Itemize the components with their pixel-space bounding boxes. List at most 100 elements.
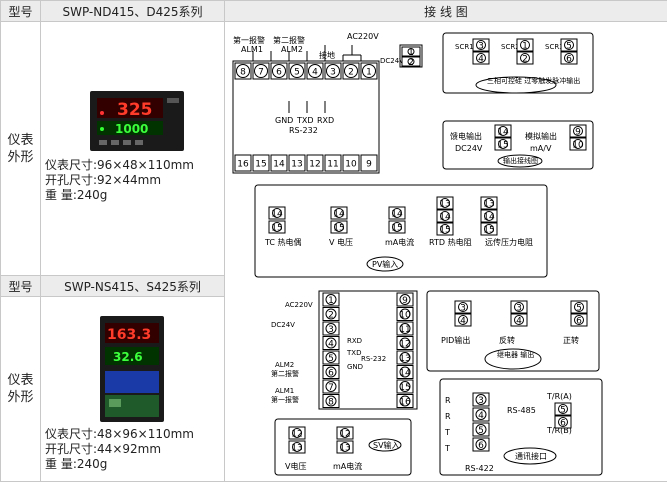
output-pin: 14 <box>495 125 511 138</box>
svg-text:15: 15 <box>399 383 410 393</box>
header-model: 型号 <box>1 1 41 22</box>
pv-pin: 13 <box>481 197 497 210</box>
terminal-top-pin: 2 <box>343 63 359 79</box>
svg-text:325: 325 <box>117 100 153 120</box>
sv-pin: 13 <box>289 441 305 454</box>
svg-text:14: 14 <box>333 210 345 220</box>
svg-text:正转: 正转 <box>563 335 579 345</box>
svg-text:远传压力电阻: 远传压力电阻 <box>485 237 533 247</box>
vertical-left-pin: 4 <box>323 337 339 350</box>
terminal-bottom-pin: 10 <box>343 155 359 171</box>
svg-text:mA电流: mA电流 <box>385 237 414 247</box>
svg-text:mA电流: mA电流 <box>333 461 362 471</box>
section2-cutout: 开孔尺寸:44×92mm <box>45 442 194 457</box>
terminal-bottom-pin: 15 <box>253 155 269 171</box>
svg-text:3: 3 <box>478 42 484 52</box>
svg-text:11: 11 <box>327 160 338 170</box>
svg-text:5: 5 <box>576 304 582 314</box>
svg-text:32.6: 32.6 <box>113 350 143 364</box>
pv-pin: 14 <box>269 207 285 220</box>
svg-text:4: 4 <box>478 55 484 65</box>
svg-text:馈电输出: 馈电输出 <box>450 131 482 141</box>
output-pin: 9 <box>570 125 586 138</box>
svg-text:9: 9 <box>402 296 408 306</box>
section2-label: 仪表外形 <box>1 297 41 482</box>
svg-text:ALM2: ALM2 <box>281 45 303 54</box>
section2-model-value: SWP-NS415、S425系列 <box>41 276 225 297</box>
svg-text:8: 8 <box>240 68 246 78</box>
svg-text:10: 10 <box>572 141 584 151</box>
svg-text:PID输出: PID输出 <box>441 335 470 345</box>
svg-text:13: 13 <box>483 200 494 210</box>
sv-pin: 13 <box>337 441 353 454</box>
svg-text:10: 10 <box>345 160 357 170</box>
terminal-bottom-pin: 14 <box>271 155 287 171</box>
svg-text:5: 5 <box>294 68 300 78</box>
svg-text:TXD: TXD <box>296 116 314 125</box>
svg-text:R: R <box>445 396 451 405</box>
svg-text:15: 15 <box>483 226 494 236</box>
svg-text:16: 16 <box>237 160 249 170</box>
terminal-top-pin: 6 <box>271 63 287 79</box>
svg-text:2: 2 <box>408 58 414 68</box>
svg-text:2: 2 <box>328 311 334 321</box>
svg-text:14: 14 <box>483 213 495 223</box>
scr-pin: 1 <box>517 39 533 52</box>
svg-text:RS-485: RS-485 <box>507 406 536 415</box>
terminal-top-pin: 7 <box>253 63 269 79</box>
svg-text:13: 13 <box>291 444 302 454</box>
relay-pin: 6 <box>571 314 587 327</box>
svg-text:12: 12 <box>291 430 302 440</box>
relay-pin: 4 <box>455 314 471 327</box>
svg-text:RXD: RXD <box>347 337 362 345</box>
svg-text:14: 14 <box>399 369 411 379</box>
header-diagram: 接 线 图 <box>225 1 667 22</box>
section2-weight: 重 量:240g <box>45 457 194 472</box>
scr-pin: 6 <box>561 52 577 65</box>
svg-text:15: 15 <box>271 224 282 234</box>
svg-text:14: 14 <box>273 160 285 170</box>
relay-pin: 5 <box>571 301 587 314</box>
svg-text:输出接线图: 输出接线图 <box>503 156 538 165</box>
meter-vertical-image: 163.3 32.6 <box>99 315 165 423</box>
svg-text:15: 15 <box>391 224 402 234</box>
terminal-top-pin: 8 <box>235 63 251 79</box>
comm-pin: 5 <box>473 423 489 436</box>
svg-text:1: 1 <box>522 42 528 52</box>
terminal-bottom-pin: 11 <box>325 155 341 171</box>
svg-text:13: 13 <box>291 160 302 170</box>
vertical-right-pin: 10 <box>397 308 413 321</box>
terminal-bottom-pin: 9 <box>361 155 377 171</box>
comm-pin: 6 <box>555 416 571 429</box>
meter-horizontal-image: 325 1000 <box>89 90 185 152</box>
svg-text:AC220V: AC220V <box>285 301 313 309</box>
svg-text:SV输入: SV输入 <box>373 440 400 450</box>
vertical-left-pin: 2 <box>323 308 339 321</box>
svg-text:3: 3 <box>328 325 334 335</box>
svg-text:14: 14 <box>497 128 509 138</box>
svg-text:1: 1 <box>328 296 334 306</box>
svg-text:继电器 输出: 继电器 输出 <box>497 350 534 359</box>
sv-pin: 12 <box>337 427 353 440</box>
vertical-right-pin: 14 <box>397 366 413 379</box>
vertical-right-pin: 9 <box>397 293 413 306</box>
svg-text:通讯接口: 通讯接口 <box>515 451 547 461</box>
svg-text:6: 6 <box>560 419 566 429</box>
svg-text:V 电压: V 电压 <box>329 237 353 247</box>
pv-pin: 14 <box>437 210 453 223</box>
svg-text:12: 12 <box>309 160 320 170</box>
relay-pin: 3 <box>511 301 527 314</box>
comm-pin: 5 <box>555 403 571 416</box>
scr-pin: 5 <box>561 39 577 52</box>
svg-text:RXD: RXD <box>317 116 334 125</box>
svg-text:12: 12 <box>339 430 350 440</box>
vertical-left-pin: 8 <box>323 395 339 408</box>
vertical-left-pin: 1 <box>323 293 339 306</box>
svg-text:T: T <box>444 444 450 453</box>
vertical-left-pin: 5 <box>323 351 339 364</box>
svg-text:8: 8 <box>328 398 334 408</box>
svg-text:DC24V: DC24V <box>455 144 483 153</box>
svg-text:7: 7 <box>328 383 334 393</box>
svg-text:GND: GND <box>275 116 293 125</box>
svg-text:5: 5 <box>328 354 334 364</box>
